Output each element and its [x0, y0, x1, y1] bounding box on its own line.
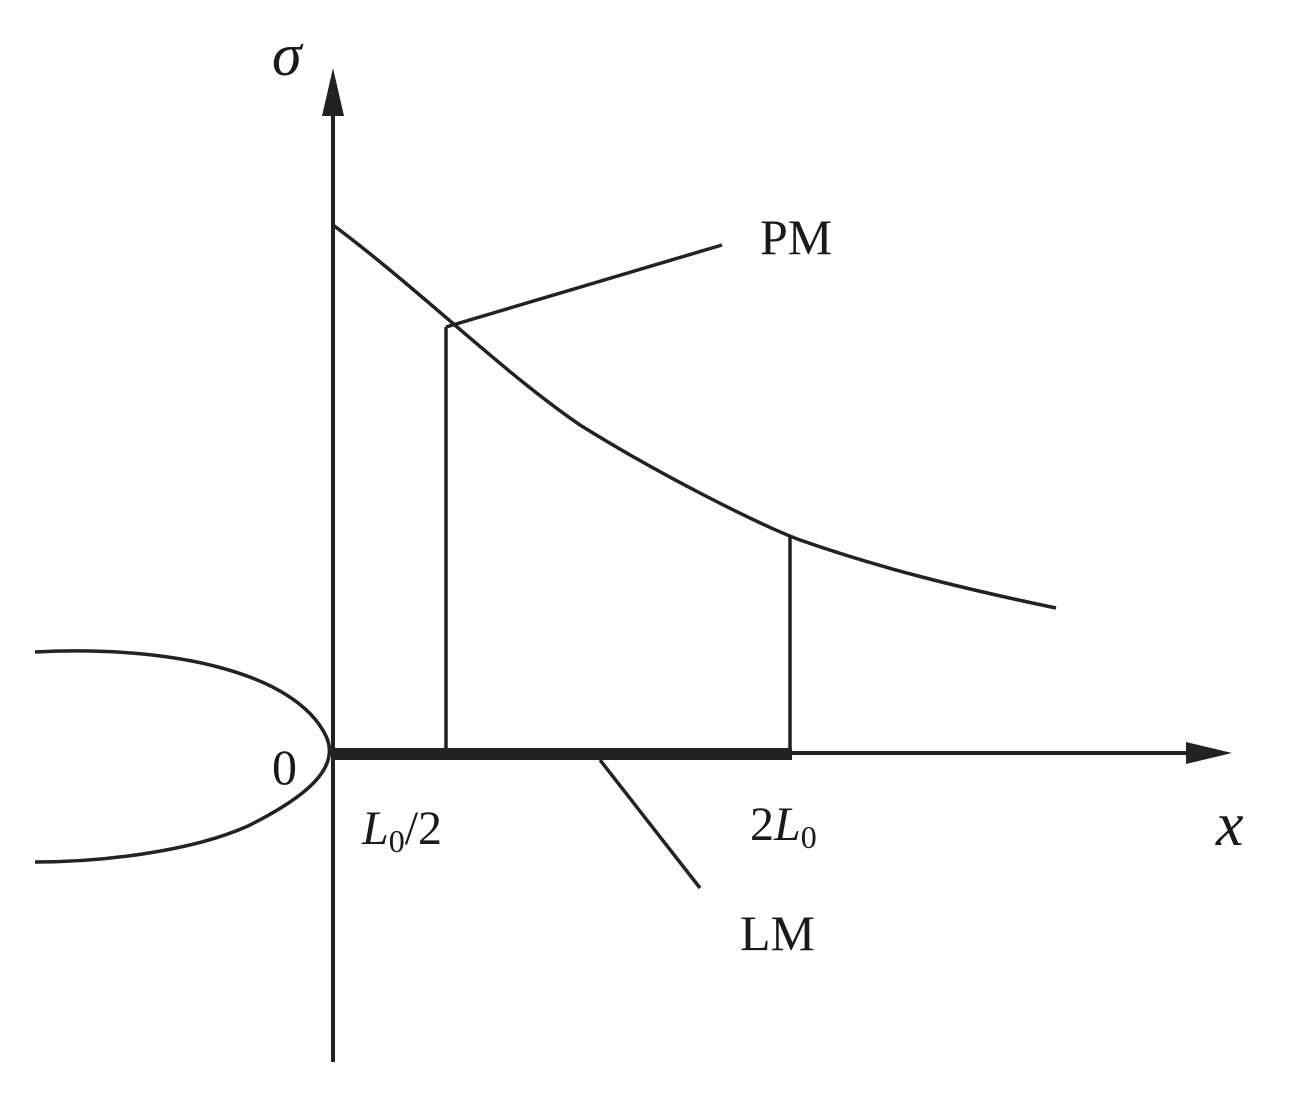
half-l0-subscript: 0: [389, 823, 405, 859]
lm-leader-line: [598, 758, 702, 890]
sigma-axis-label: σ: [272, 22, 304, 88]
x-axis-arrowhead: [1186, 742, 1232, 764]
two-l0-subscript: 0: [801, 819, 817, 855]
two-l0-tick-label: 2L0: [750, 798, 817, 855]
two-l0-base: L: [773, 798, 801, 851]
crack-profile-curve: [34, 649, 332, 864]
pm-leader-line: [445, 243, 723, 329]
half-l0-suffix: /2: [405, 802, 442, 855]
sigma-axis-arrowhead: [322, 68, 344, 116]
half-l0-base: L: [361, 802, 389, 855]
two-l0-prefix: 2: [750, 798, 774, 851]
x-axis-label: x: [1215, 791, 1244, 859]
origin-label: 0: [272, 739, 297, 795]
pm-label: PM: [760, 209, 832, 265]
half-l0-tick-label: L0/2: [361, 802, 442, 859]
stress-curve: [331, 223, 1057, 610]
lm-label: LM: [740, 905, 815, 961]
